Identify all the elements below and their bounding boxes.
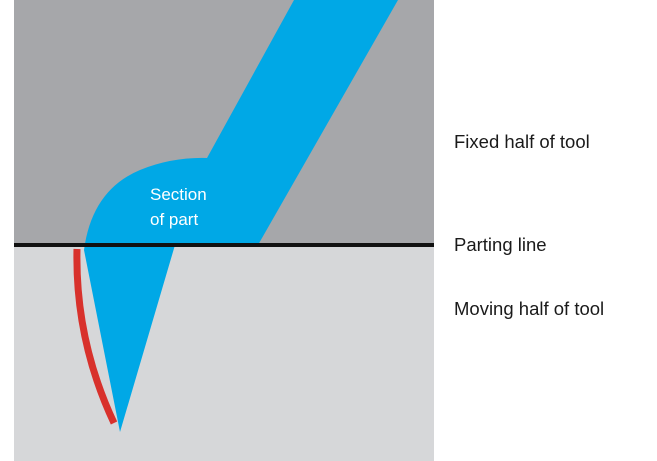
fixed-half-label: Fixed half of tool bbox=[454, 131, 590, 152]
part-label-line2: of part bbox=[150, 210, 198, 229]
moving-half-block bbox=[14, 245, 434, 461]
moving-half-label: Moving half of tool bbox=[454, 298, 605, 319]
undercut-edge bbox=[73, 248, 118, 425]
parting-line-label: Parting line bbox=[454, 234, 547, 255]
part-section bbox=[84, 0, 398, 432]
part-label-line1: Section bbox=[150, 185, 207, 204]
